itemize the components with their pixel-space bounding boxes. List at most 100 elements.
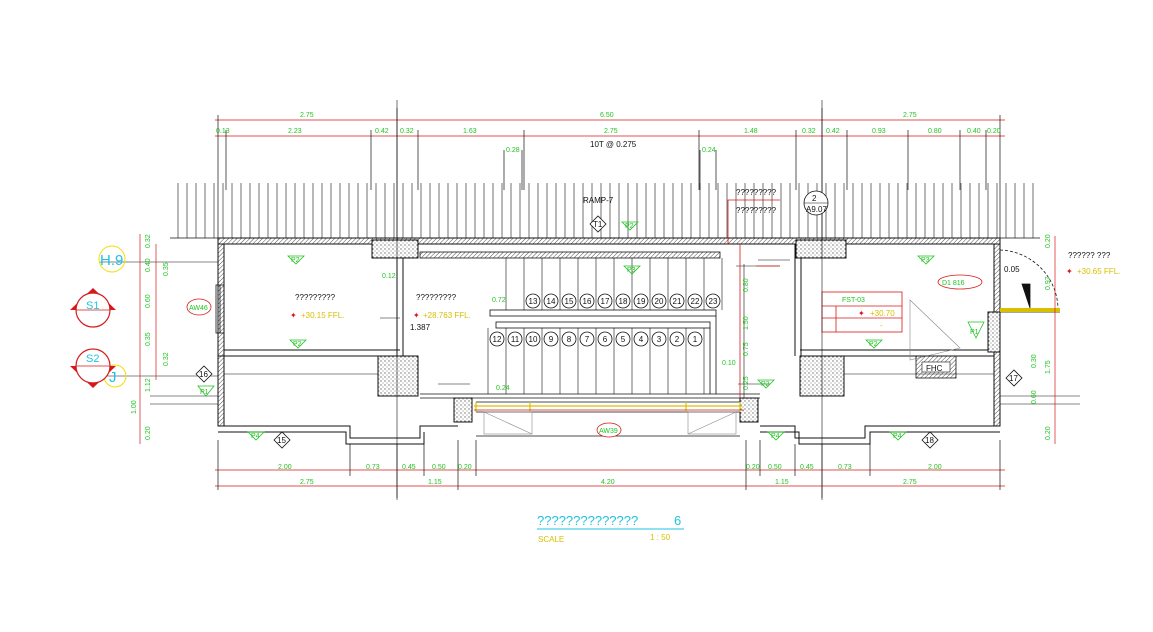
step-number-circle (651, 293, 667, 309)
misc-150: 1.50 (743, 316, 750, 330)
dim-top-r3-1: 0.28 (506, 147, 520, 154)
walls (217, 237, 1001, 445)
dim-left-6: 1.00 (131, 400, 138, 414)
bottom-dim-row2: 2.75 1.15 4.20 1.15 2.75 (300, 479, 917, 486)
step-lower-2: 2 (669, 331, 685, 347)
dim-top-r2-4: 0.32 (400, 128, 414, 135)
dim-right-5: 0.60 (1031, 390, 1038, 404)
drawing-number: 6 (674, 513, 681, 528)
tag-16: 16 (199, 370, 208, 379)
level-marker-left: ✦ +30.15 FFL. (290, 311, 344, 320)
tag-labels: P2 P2 P2 P3 P3 P2 P1 P2 P4 P4 P4 P1 (200, 223, 979, 440)
tag-p4-a: P4 (251, 433, 260, 440)
dim-right-4: 1.75 (1045, 360, 1052, 374)
level-marker-right: ✦ +30.65 FFL. (1066, 267, 1120, 276)
dim-top-r2-7: 1.48 (744, 128, 758, 135)
top-dim-row3: 0.28 0.24 10T @ 0.275 (506, 140, 716, 154)
step-number-label: 16 (583, 297, 592, 306)
step-lower-6: 6 (597, 331, 613, 347)
room-label-middle: ????????? (416, 293, 457, 302)
level-right: +30.65 FFL. (1077, 267, 1120, 276)
diamond-tags (195, 215, 1023, 449)
tag-18: 18 (925, 436, 934, 445)
tag-17: 17 (1009, 374, 1018, 383)
step-upper-19: 19 (633, 293, 649, 309)
misc-010: 0.10 (722, 360, 736, 367)
top-dimension-lines (215, 119, 1005, 137)
fhc-cabinet: FHC (915, 355, 957, 379)
dim-top-3: 2.75 (903, 112, 917, 119)
left-dimension-lines (139, 234, 157, 444)
step-number-circle (687, 293, 703, 309)
room-label-left: ????????? (295, 293, 336, 302)
step-number-label: 15 (565, 297, 574, 306)
tag-p2-d: P2 (869, 341, 878, 348)
step-number-circle (705, 293, 721, 309)
dim-left-8: 0.35 (163, 262, 170, 276)
step-upper-17: 17 (597, 293, 613, 309)
step-number-label: 19 (637, 297, 646, 306)
step-number-label: 20 (655, 297, 664, 306)
step-number-circle (525, 331, 541, 347)
misc-005: 0.05 (1004, 265, 1020, 274)
step-upper-14: 14 (543, 293, 559, 309)
aw-left-label: AW46 (189, 305, 208, 312)
detail-callout: 2 A9.07 (803, 190, 829, 216)
callout-number: 2 (812, 194, 817, 203)
door-panels (483, 299, 961, 435)
step-upper-21: 21 (669, 293, 685, 309)
step-lower-10: 10 (525, 331, 541, 347)
tag-p2-e: P2 (761, 381, 770, 388)
step-number-circle (615, 331, 631, 347)
step-upper-15: 15 (561, 293, 577, 309)
step-number-circle (615, 293, 631, 309)
step-lower-9: 9 (543, 331, 559, 347)
level-middle: +28.763 FFL. (423, 311, 471, 320)
dim-left-1: 0.32 (145, 234, 152, 248)
misc-024: 0.24 (496, 385, 510, 392)
room-label-top-2: ????????? (736, 206, 777, 215)
step-number-label: 4 (639, 335, 644, 344)
step-upper-23: 23 (705, 293, 721, 309)
dim-bottom-r1-1: 2.00 (278, 464, 292, 471)
section-s2-label: S2 (86, 353, 99, 365)
aw-bottom-label: AW39 (599, 428, 618, 435)
step-lower-7: 7 (579, 331, 595, 347)
step-number-circle (651, 331, 667, 347)
section-marker-s1: S1 (70, 288, 116, 328)
fst-label: FST-03 (842, 297, 865, 304)
svg-text:✦: ✦ (858, 309, 865, 318)
dim-bottom-r1-8: 0.45 (800, 464, 814, 471)
dim-left-2: 0.40 (145, 258, 152, 272)
aw-tag-left: AW46 (186, 298, 212, 316)
step-number-label: 3 (657, 335, 662, 344)
step-number-circle (489, 331, 505, 347)
step-number-circle (669, 331, 685, 347)
step-number-circle (597, 331, 613, 347)
step-number-label: 10 (529, 335, 538, 344)
misc-080: 0.80 (743, 278, 750, 292)
drawing-title: ?????????????? (537, 513, 638, 528)
step-lower-11: 11 (507, 331, 523, 347)
section-s1-label: S1 (86, 300, 99, 312)
top-dim-row1: 2.75 6.50 2.75 (300, 112, 917, 119)
tag-t1: T1 (593, 220, 603, 229)
dim-top-r2-3: 0.42 (375, 128, 389, 135)
dim-left-3: 0.60 (145, 294, 152, 308)
dim-bottom-r1-10: 2.00 (928, 464, 942, 471)
step-number-circle (561, 293, 577, 309)
dim-top-r2-6: 2.75 (604, 128, 618, 135)
step-number-label: 6 (603, 335, 608, 344)
misc-012: 0.12 (382, 273, 396, 280)
grid-bubble-j-label: J (109, 369, 117, 386)
step-number-label: 2 (675, 335, 680, 344)
callout-sheet: A9.07 (806, 205, 827, 214)
step-number-circle (633, 293, 649, 309)
dim-left-7: 0.20 (145, 426, 152, 440)
step-number-circle (687, 331, 703, 347)
step-number-label: 18 (619, 297, 628, 306)
door-threshold (1000, 308, 1060, 312)
bottom-dim-row1: 2.00 0.73 0.45 0.50 0.20 0.20 0.50 0.45 … (278, 464, 942, 471)
